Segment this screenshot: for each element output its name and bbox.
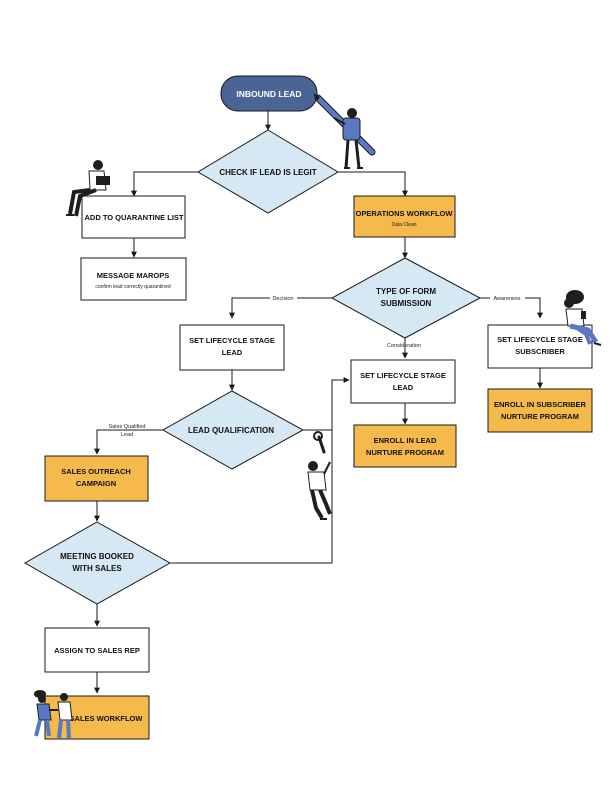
- node-label-line2: SUBSCRIBER: [515, 347, 565, 356]
- node-label-line1: TYPE OF FORM: [376, 287, 436, 296]
- edge-label-consideration: Consideration: [387, 343, 421, 349]
- node-label: INBOUND LEAD: [236, 89, 301, 99]
- node-check-lead[interactable]: CHECK IF LEAD IS LEGIT: [197, 129, 339, 214]
- node-label-line1: SALES OUTREACH: [61, 467, 131, 476]
- node-message-marops[interactable]: MESSAGE MAROPS confirm lead correctly qu…: [80, 257, 187, 301]
- node-label: ASSIGN TO SALES REP: [54, 646, 140, 655]
- node-lifecycle-lead-left[interactable]: SET LIFECYCLE STAGE LEAD: [179, 324, 285, 371]
- edge-labels: Decision Awareness Consideration Sales Q…: [109, 293, 525, 438]
- node-label-line2: LEAD: [393, 383, 414, 392]
- node-enroll-lead-nurture[interactable]: ENROLL IN LEAD NURTURE PROGRAM: [353, 424, 457, 468]
- connectors: [94, 111, 543, 694]
- person-climbing-with-wrench-icon: [307, 431, 332, 520]
- node-label-line1: SET LIFECYCLE STAGE: [497, 335, 583, 344]
- node-label: LEAD QUALIFICATION: [188, 426, 274, 435]
- edge-check-to-quarantine: [131, 171, 198, 197]
- node-lifecycle-subscriber[interactable]: SET LIFECYCLE STAGE SUBSCRIBER: [487, 324, 593, 369]
- node-label: SALES WORKFLOW: [70, 714, 144, 723]
- edge-meeting-to-mid-lifecycle: [170, 430, 333, 564]
- node-inbound-lead[interactable]: INBOUND LEAD: [220, 75, 318, 112]
- node-label: MESSAGE MAROPS: [97, 271, 170, 280]
- edge-label-decision: Decision: [272, 296, 293, 302]
- node-assign-sales-rep[interactable]: ASSIGN TO SALES REP: [44, 627, 150, 673]
- node-meeting-booked[interactable]: MEETING BOOKED WITH SALES: [23, 521, 172, 605]
- node-label-line2: NURTURE PROGRAM: [366, 448, 444, 457]
- node-operations-workflow[interactable]: OPERATIONS WORKFLOW Data Clean: [353, 195, 456, 238]
- edge-label-sql-line2: Lead: [121, 432, 133, 438]
- node-label-line1: SET LIFECYCLE STAGE: [189, 336, 275, 345]
- node-label-line2: WITH SALES: [72, 564, 122, 573]
- node-label-line1: MEETING BOOKED: [60, 552, 134, 561]
- node-label-line2: LEAD: [222, 348, 243, 357]
- edge-check-to-operations: [338, 171, 408, 197]
- node-label-line1: ENROLL IN LEAD: [374, 436, 437, 445]
- people-shaking-hands-icon: [34, 690, 73, 739]
- node-label-line2: SUBMISSION: [381, 299, 432, 308]
- node-sublabel: confirm lead correctly quarantined: [95, 284, 171, 290]
- node-type-of-form[interactable]: TYPE OF FORM SUBMISSION: [330, 257, 482, 339]
- edge-label-awareness: Awareness: [493, 296, 520, 302]
- person-sitting-with-laptop-icon: [66, 160, 110, 217]
- node-label: OPERATIONS WORKFLOW: [356, 209, 454, 218]
- node-label-line2: CAMPAIGN: [76, 479, 116, 488]
- node-lead-qualification[interactable]: LEAD QUALIFICATION: [161, 390, 305, 470]
- person-with-pencil-icon: [313, 93, 376, 169]
- edge-label-sql-line1: Sales Qualified: [109, 424, 146, 430]
- node-label-line1: ENROLL IN SUBSCRIBER: [494, 400, 587, 409]
- node-add-quarantine[interactable]: ADD TO QUARANTINE LIST: [81, 195, 186, 239]
- node-label: ADD TO QUARANTINE LIST: [84, 213, 183, 222]
- node-lifecycle-lead-mid[interactable]: SET LIFECYCLE STAGE LEAD: [350, 359, 456, 404]
- edge-qualification-to-outreach: [94, 429, 163, 455]
- edge-qualification-to-mid-lifecycle: [303, 377, 350, 431]
- node-enroll-subscriber-nurture[interactable]: ENROLL IN SUBSCRIBER NURTURE PROGRAM: [487, 388, 593, 433]
- node-sales-outreach[interactable]: SALES OUTREACH CAMPAIGN: [44, 455, 149, 502]
- node-label-line1: SET LIFECYCLE STAGE: [360, 371, 446, 380]
- node-label-line2: NURTURE PROGRAM: [501, 412, 579, 421]
- node-sublabel: Data Clean: [391, 222, 416, 228]
- person-sitting-with-phone-icon: [564, 290, 602, 346]
- node-label: CHECK IF LEAD IS LEGIT: [219, 168, 316, 177]
- edge-type-decision: [229, 297, 332, 319]
